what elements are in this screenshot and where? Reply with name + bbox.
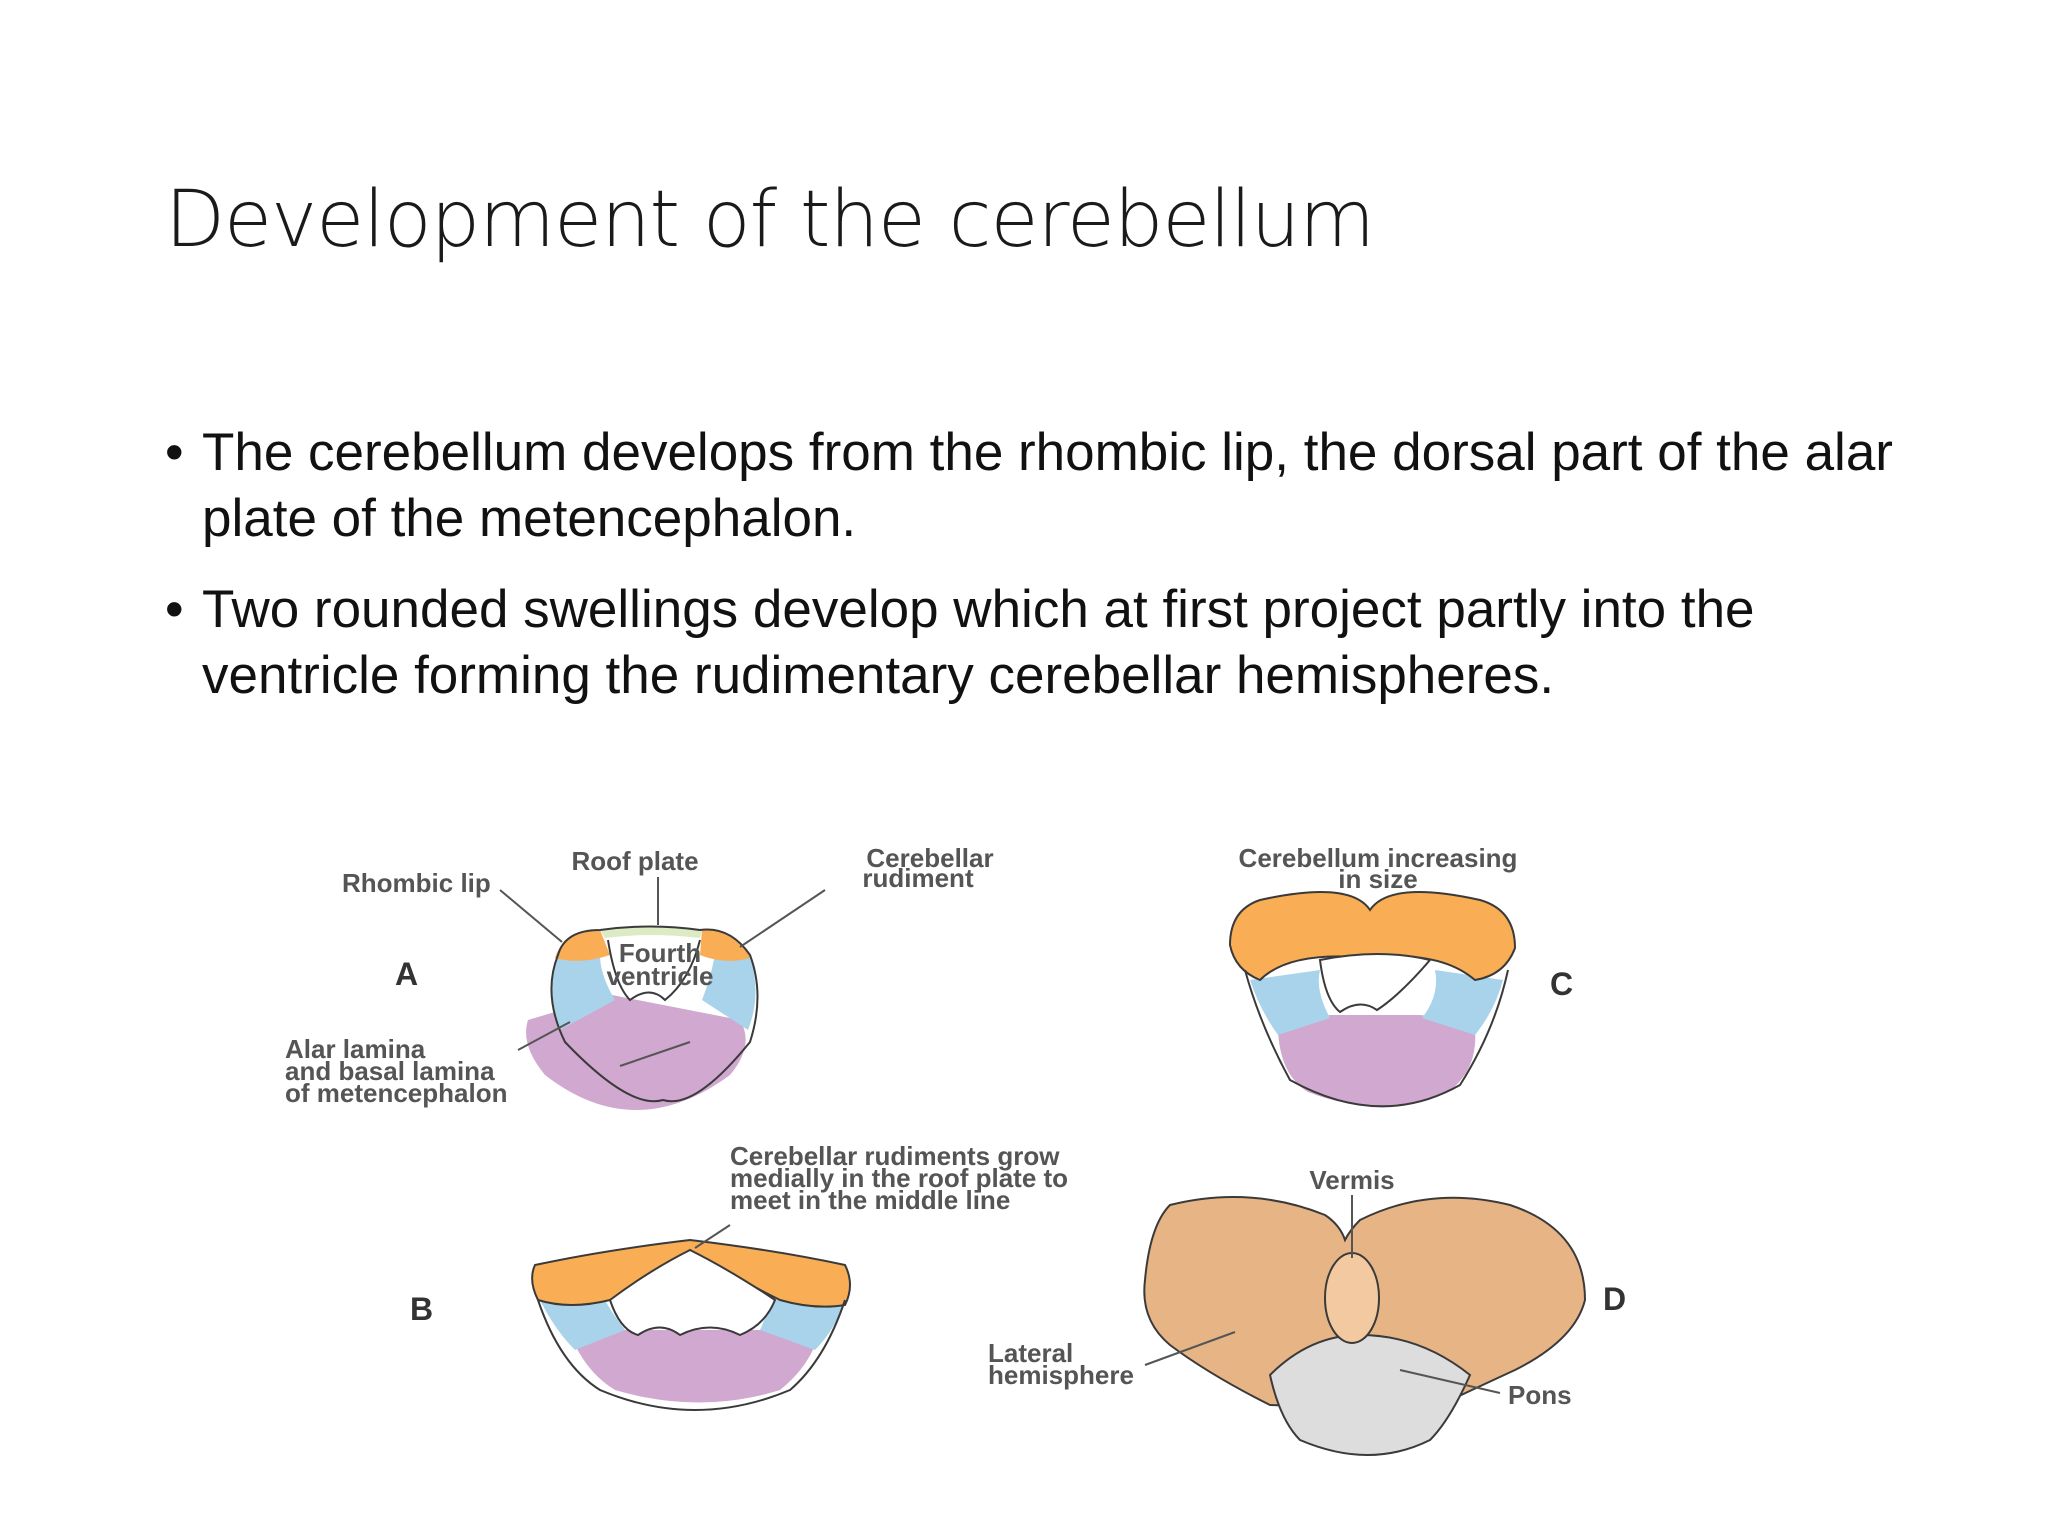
panel-a-ventricle-outline (607, 939, 701, 1002)
panel-b-rudiment (531, 1238, 851, 1308)
panel-a-outline (550, 925, 759, 1103)
label-lateral-hemisphere-2: hemisphere (988, 1360, 1134, 1390)
panel-c-alar-right (1422, 970, 1503, 1035)
panel-d: Vermis Lateral hemisphere Pons D (988, 1165, 1626, 1456)
label-alar-basal-2: and basal lamina (285, 1056, 495, 1086)
bullet-list: • The cerebellum develops from the rhomb… (165, 420, 1965, 734)
bullet-dot: • (165, 423, 184, 482)
label-cerebellar-rudiment-1: Cerebellar (866, 843, 993, 873)
panel-d-lateral-leader (1144, 1331, 1236, 1366)
slide-title: Development of the cerebellum (165, 175, 1375, 265)
label-pons: Pons (1508, 1380, 1572, 1410)
panel-c-rudiment (1228, 891, 1517, 982)
panel-c-basal (1278, 1015, 1476, 1106)
label-fourth-ventricle-1: Fourth (619, 938, 701, 968)
panel-d-vermis (1324, 1252, 1380, 1344)
panel-a-roof-plate (600, 926, 702, 938)
panel-b-ventricle (608, 1248, 777, 1337)
panel-d-pons-leader (1399, 1369, 1501, 1394)
label-increasing-1: Cerebellum increasing (1239, 843, 1518, 873)
label-roof-plate: Roof plate (571, 846, 698, 876)
label-alar-basal-3: of metencephalon (285, 1078, 507, 1108)
panel-b: Cerebellar rudiments grow medially in th… (410, 1141, 1068, 1411)
label-rhombic-lip: Rhombic lip (342, 868, 491, 898)
panel-b-basal (575, 1330, 815, 1403)
panel-b-outline (537, 1299, 846, 1411)
label-fourth-ventricle-2: ventricle (607, 961, 714, 991)
panel-a-rhombic-lip-right (700, 930, 750, 961)
label-grow-note-2: medially in the roof plate to (730, 1163, 1068, 1193)
panel-letter-b: B (410, 1291, 433, 1327)
bullet-text: The cerebellum develops from the rhombic… (202, 423, 1893, 548)
label-grow-note-3: meet in the middle line (730, 1185, 1010, 1215)
panel-c-outline (1244, 969, 1509, 1108)
panel-a-alar-lamina-left (551, 955, 615, 1030)
panel-c: Cerebellum increasing in size C (1228, 843, 1573, 1108)
panel-a-alar-leader (517, 1021, 571, 1051)
panel-a-rudiment-leader (739, 889, 826, 948)
panel-letter-a: A (395, 956, 418, 992)
label-cerebellar-rudiment-2: rudiment (862, 863, 974, 893)
panel-b-alar-left (540, 1300, 625, 1350)
label-vermis: Vermis (1309, 1165, 1394, 1195)
panel-a-basal-lamina (526, 995, 746, 1110)
panel-a-alar-lamina-right (702, 955, 756, 1030)
panel-letter-d: D (1603, 1281, 1626, 1317)
label-increasing-2: in size (1338, 864, 1417, 894)
panel-c-alar-left (1250, 970, 1330, 1035)
bullet-dot: • (165, 580, 184, 639)
label-alar-basal-1: Alar lamina (285, 1034, 426, 1064)
cerebellum-development-diagram: Roof plate Rhombic lip Cerebellar rudime… (285, 843, 1626, 1456)
panel-a-rhombic-lip-left (555, 930, 610, 961)
bullet-item: • The cerebellum develops from the rhomb… (165, 420, 1965, 552)
label-grow-note-1: Cerebellar rudiments grow (730, 1141, 1060, 1171)
panel-c-ventricle (1318, 953, 1432, 1014)
panel-b-leader (694, 1224, 731, 1249)
bullet-item: • Two rounded swellings develop which at… (165, 577, 1965, 709)
panel-a: Roof plate Rhombic lip Cerebellar rudime… (285, 843, 994, 1110)
label-lateral-hemisphere-1: Lateral (988, 1338, 1073, 1368)
panel-a-lip-leader (499, 889, 563, 943)
panel-a-basal-leader (619, 1041, 691, 1067)
panel-b-alar-right (760, 1300, 845, 1350)
bullet-text: Two rounded swellings develop which at f… (202, 580, 1755, 705)
panel-letter-c: C (1550, 966, 1573, 1002)
